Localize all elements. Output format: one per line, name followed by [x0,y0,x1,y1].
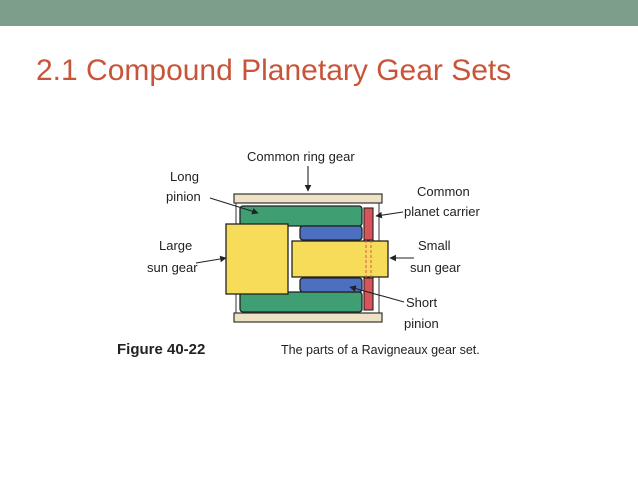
small-sun-gear [291,240,389,278]
label-large-sun-line1: Large [159,238,192,253]
planet-carrier-top [363,207,374,241]
ring-gear-top [233,193,383,204]
label-long-pinion-line2: pinion [166,189,201,204]
arrow-short-pinion [349,285,405,303]
slide-title: 2.1 Compound Planetary Gear Sets [36,54,512,87]
ring-gear-bottom [233,312,383,323]
header-bar [0,0,638,26]
long-pinion-bottom [239,291,363,313]
label-common-carrier-line2: planet carrier [404,204,481,219]
label-small-sun-line2: sun gear [410,260,461,275]
label-long-pinion-line1: Long [170,169,199,184]
label-small-sun-line1: Small [418,238,451,253]
label-short-pinion-line1: Short [406,295,437,310]
label-short-pinion-line2: pinion [404,316,439,331]
arrow-large-sun [195,255,227,264]
figure-number: Figure 40-22 [117,341,205,358]
short-pinion-top [299,225,363,241]
figure-caption: The parts of a Ravigneaux gear set. [281,343,480,357]
label-common-carrier-line1: Common [417,184,470,199]
large-sun-gear [225,223,289,295]
label-common-ring-gear: Common ring gear [247,149,355,164]
arrow-long-pinion [209,197,259,215]
label-large-sun-line2: sun gear [147,260,198,275]
long-pinion-top [239,205,363,227]
short-pinion-bottom [299,277,363,293]
planet-carrier-bottom [363,277,374,311]
arrow-planet-carrier [375,211,404,219]
